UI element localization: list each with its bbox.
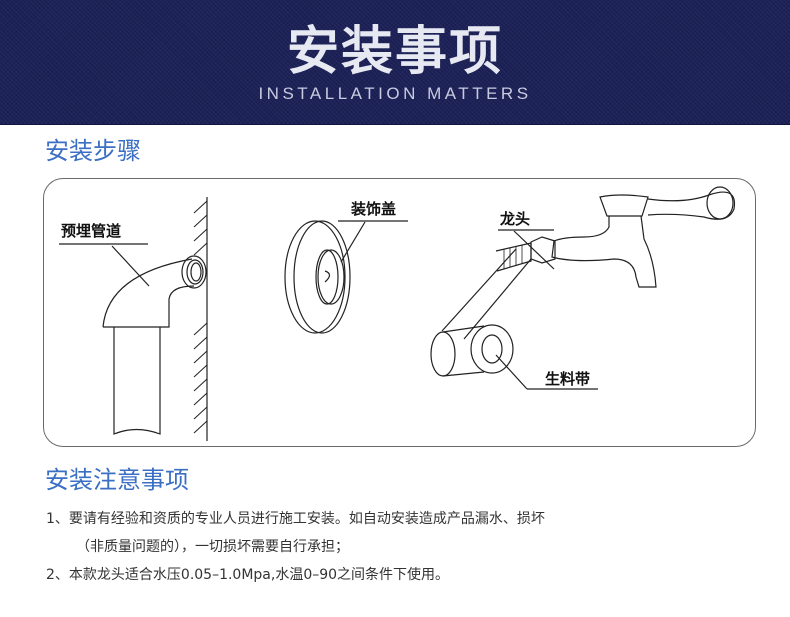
notes-list: 1、要请有经验和资质的专业人员进行施工安装。如自动安装造成产品漏水、损坏 （非质… (46, 505, 545, 589)
banner-subtitle: INSTALLATION MATTERS (258, 84, 532, 103)
notes-section-title: 安装注意事项 (45, 466, 189, 494)
faucet-icon (495, 186, 736, 288)
embedded-pipe-icon (102, 255, 207, 435)
label-faucet: 龙头 (500, 210, 531, 228)
note-item-2: 2、本款龙头适合水压0.05–1.0Mpa,水温0–90之间条件下使用。 (46, 567, 450, 583)
header-banner: 安装事项 INSTALLATION MATTERS (0, 0, 790, 125)
wall-hatching-icon (193, 197, 208, 441)
label-embedded-pipe: 预埋管道 (61, 222, 122, 240)
label-decorative-cover: 装饰盖 (351, 200, 397, 218)
ptfe-tape-icon (430, 248, 532, 377)
note-item-1: 1、要请有经验和资质的专业人员进行施工安装。如自动安装造成产品漏水、损坏 (46, 511, 545, 527)
banner-title: 安装事项 (286, 22, 503, 82)
installation-diagram: 预埋管道 装饰盖 龙头 生料带 (43, 178, 756, 447)
label-ptfe-tape: 生料带 (545, 370, 591, 388)
decorative-cover-icon (284, 220, 351, 334)
note-item-1-cont: （非质量问题的），一切损坏需要自行承担； (76, 539, 349, 555)
steps-section-title: 安装步骤 (45, 137, 141, 165)
